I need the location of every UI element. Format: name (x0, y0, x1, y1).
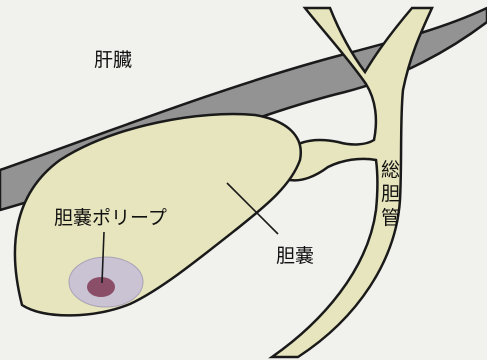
polyp-label: 胆嚢ポリープ (54, 207, 167, 229)
liver-label: 肝臓 (94, 49, 132, 71)
common-bile-duct-label-char-3: 管 (381, 207, 400, 229)
gallbladder-label: 胆嚢 (276, 245, 314, 267)
common-bile-duct-label-char-1: 総 (381, 159, 400, 181)
common-bile-duct-label-char-2: 胆 (381, 183, 400, 205)
bile-duct-shape (272, 8, 432, 357)
polyp-core (87, 277, 115, 297)
